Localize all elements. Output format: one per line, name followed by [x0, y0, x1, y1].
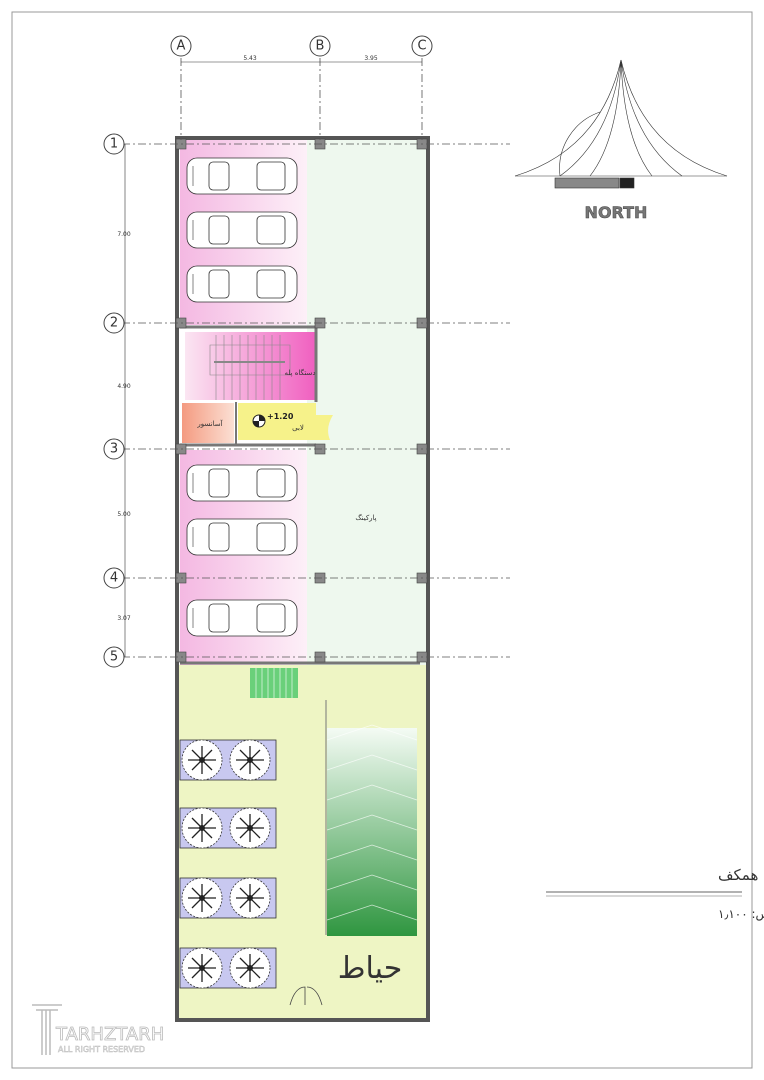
grid-label-3: 3: [110, 442, 118, 457]
stair-label: دستگاه پله: [284, 368, 315, 377]
grid-label-a: A: [177, 39, 186, 54]
grid-label-b: B: [316, 39, 325, 54]
logo-name: TARHZTARH: [55, 1024, 164, 1045]
stair-core: [185, 332, 315, 400]
logo: TARHZTARH ALL RIGHT RESERVED: [32, 1004, 165, 1055]
sheet-border: [11, 11, 753, 1069]
drawing-title: پلان مبلمان طبقه همکف: [718, 866, 764, 885]
grid-lines: [122, 58, 510, 658]
north-label: NORTH: [585, 203, 648, 222]
grid-label-1: 1: [110, 137, 118, 152]
ramp: [327, 728, 417, 936]
elevator-label: آسانسور: [196, 419, 223, 428]
drawing-scale: مقیاس: ۱٫۱۰۰: [718, 907, 764, 922]
lobby-label: لابی: [292, 424, 304, 432]
north-arrow-icon: [514, 59, 728, 189]
column-bubbles: A B C 5.43 3.95: [170, 35, 433, 62]
yard-label: حیاط: [338, 951, 402, 986]
parking-label: پارکینگ: [355, 513, 376, 522]
lobby: [238, 403, 333, 440]
entrance-door: [289, 986, 323, 1006]
row-bubbles: 1 2 3 4 5 7.00 4.90 5.00 3.07: [103, 133, 131, 668]
planters: [179, 739, 277, 989]
level-marker-icon: [252, 414, 266, 428]
level-label: +1.20: [267, 412, 294, 421]
parking-drive: [307, 140, 427, 665]
dim-1-2: 7.00: [117, 231, 131, 238]
grid-label-5: 5: [110, 650, 118, 665]
elevator: [182, 403, 234, 443]
grid-label-4: 4: [110, 571, 118, 586]
grid-label-2: 2: [110, 316, 118, 331]
dim-2-3: 4.90: [117, 383, 131, 390]
dim-3-4: 5.00: [117, 511, 131, 518]
dim-a-b: 5.43: [243, 55, 257, 62]
dim-b-c: 3.95: [364, 55, 378, 62]
logo-tagline: ALL RIGHT RESERVED: [58, 1045, 145, 1054]
dim-4-5: 3.07: [117, 615, 131, 622]
grid-label-c: C: [417, 39, 426, 54]
